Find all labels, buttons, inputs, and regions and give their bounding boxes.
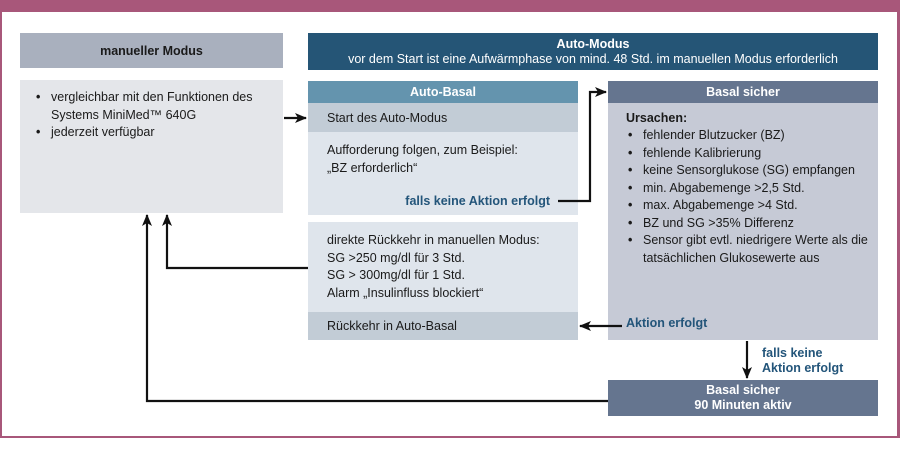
safe-basal-active-line1: Basal sicher bbox=[706, 383, 780, 397]
return-condition-line: SG > 300mg/dl für 1 Std. bbox=[327, 268, 465, 282]
return-auto-basal-row: Rückkehr in Auto-Basal bbox=[308, 312, 578, 340]
no-action-down-line1: falls keine bbox=[762, 346, 823, 360]
cause-item: Sensor gibt evtl. niedrigere Werte als d… bbox=[626, 232, 870, 267]
manual-mode-title: manueller Modus bbox=[100, 43, 203, 58]
diagram-frame bbox=[0, 12, 900, 438]
auto-basal-header: Auto-Basal bbox=[308, 81, 578, 103]
manual-mode-item: jederzeit verfügbar bbox=[34, 124, 273, 142]
arrow-no-action-to-safe-basal bbox=[558, 87, 607, 203]
auto-mode-start-label: Start des Auto-Modus bbox=[327, 110, 448, 125]
auto-mode-start-row: Start des Auto-Modus bbox=[308, 103, 578, 132]
return-condition-line: direkte Rückkehr in manuellen Modus: bbox=[327, 233, 540, 247]
auto-mode-title: Auto-Modus bbox=[556, 36, 630, 51]
arrow-active-to-manual bbox=[142, 214, 608, 403]
auto-mode-subtitle: vor dem Start ist eine Aufwärmphase von … bbox=[348, 51, 838, 66]
return-auto-basal-label: Rückkehr in Auto-Basal bbox=[327, 319, 457, 333]
safe-basal-active-box: Basal sicher 90 Minuten aktiv bbox=[608, 380, 878, 416]
cause-item: keine Sensorglukose (SG) empfangen bbox=[626, 162, 870, 180]
no-action-label: falls keine Aktion erfolgt bbox=[405, 194, 550, 208]
manual-mode-body: vergleichbar mit den Funktionen des Syst… bbox=[20, 80, 283, 213]
causes-list: fehlender Blutzucker (BZ) fehlende Kalib… bbox=[626, 127, 870, 267]
manual-mode-item: vergleichbar mit den Funktionen des Syst… bbox=[34, 89, 273, 124]
safe-basal-title: Basal sicher bbox=[706, 85, 780, 99]
safe-basal-active-line2: 90 Minuten aktiv bbox=[694, 398, 792, 412]
auto-mode-header: Auto-Modus vor dem Start ist eine Aufwär… bbox=[308, 33, 878, 70]
cause-item: min. Abgabemenge >2,5 Std. bbox=[626, 180, 870, 198]
frame-top-band bbox=[0, 0, 900, 12]
no-action-down-label: falls keine Aktion erfolgt bbox=[762, 346, 843, 376]
no-action-down-line2: Aktion erfolgt bbox=[762, 361, 844, 375]
return-condition-line: Alarm „Insulinfluss blockiert“ bbox=[327, 285, 484, 300]
manual-mode-header: manueller Modus bbox=[20, 33, 283, 68]
action-taken-label: Aktion erfolgt bbox=[626, 316, 708, 330]
safe-basal-body: Ursachen: fehlender Blutzucker (BZ) fehl… bbox=[608, 103, 878, 340]
return-condition-line: SG >250 mg/dl für 3 Std. bbox=[327, 250, 465, 265]
manual-mode-list: vergleichbar mit den Funktionen des Syst… bbox=[34, 89, 273, 142]
cause-item: fehlende Kalibrierung bbox=[626, 145, 870, 163]
cause-item: BZ und SG >35% Differenz bbox=[626, 215, 870, 233]
safe-basal-header: Basal sicher bbox=[608, 81, 878, 103]
return-conditions-body: direkte Rückkehr in manuellen Modus: SG … bbox=[308, 222, 578, 312]
causes-label: Ursachen: bbox=[626, 111, 688, 125]
cause-item: fehlender Blutzucker (BZ) bbox=[626, 127, 870, 145]
auto-basal-title: Auto-Basal bbox=[410, 85, 476, 99]
prompt-line: „BZ erforderlich“ bbox=[327, 160, 418, 175]
prompt-line: Aufforderung folgen, zum Beispiel: bbox=[327, 143, 518, 157]
arrow-direct-return-to-manual bbox=[162, 214, 308, 270]
cause-item: max. Abgabemenge >4 Std. bbox=[626, 197, 870, 215]
auto-basal-prompt-body: Aufforderung folgen, zum Beispiel: „BZ e… bbox=[308, 132, 578, 215]
